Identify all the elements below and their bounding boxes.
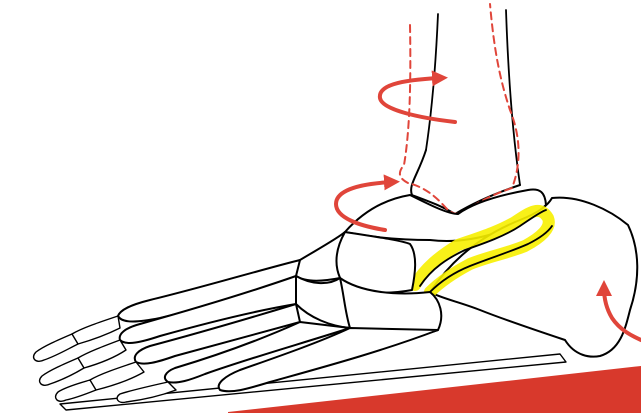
cuneiform-intermediate — [293, 276, 350, 328]
proximal-phalanx-1 — [69, 316, 120, 344]
proximal-phalanx-3 — [87, 362, 144, 390]
proximal-phalanx-2 — [75, 340, 126, 368]
distal-phalanx-2 — [40, 358, 84, 385]
tibia-shaft — [426, 14, 438, 150]
distal-phalanx-1 — [34, 334, 78, 361]
distal-phalanx-3 — [56, 380, 96, 401]
tibia-rotation-arrow — [380, 78, 455, 122]
cuneiform-medial — [295, 232, 345, 281]
